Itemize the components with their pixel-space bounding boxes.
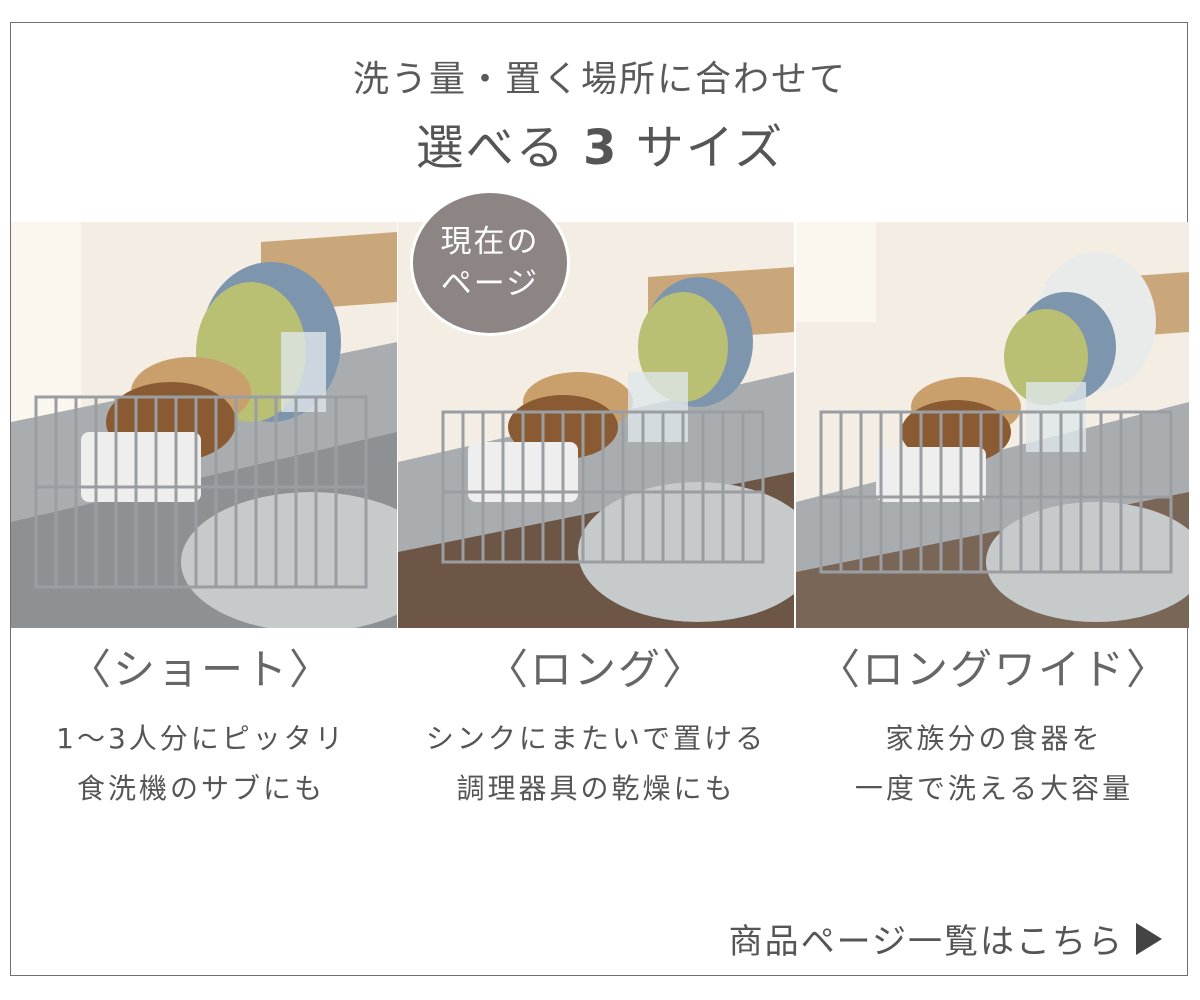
header-subtitle: 洗う量・置く場所に合わせて — [352, 59, 847, 100]
product-photo-short[interactable] — [11, 222, 397, 628]
size-desc-line: 1～3人分にピッタリ — [56, 722, 346, 755]
size-description-long-wide: 家族分の食器を 一度で洗える大容量 — [796, 714, 1192, 814]
size-description-short: 1～3人分にピッタリ 食洗機のサブにも — [3, 714, 399, 814]
size-desc-line: 食洗機のサブにも — [76, 772, 325, 805]
header-title: 選べる 3 サイズ — [0, 108, 1200, 178]
size-option-short[interactable]: 〈ショート〉 1～3人分にピッタリ 食洗機のサブにも — [3, 636, 399, 814]
size-option-long-wide[interactable]: 〈ロングワイド〉 家族分の食器を 一度で洗える大容量 — [796, 636, 1192, 814]
size-desc-line: 調理器具の乾燥にも — [456, 772, 736, 805]
size-option-long[interactable]: 〈ロング〉 シンクにまたいで置ける 調理器具の乾燥にも — [398, 636, 794, 814]
size-desc-line: 一度で洗える大容量 — [854, 772, 1134, 805]
play-arrow-icon[interactable] — [1136, 922, 1162, 955]
product-photo-long-wide[interactable] — [796, 222, 1189, 628]
size-desc-line: 家族分の食器を — [885, 722, 1103, 755]
size-desc-line: シンクにまたいで置ける — [425, 722, 767, 755]
product-list-link[interactable]: 商品ページ一覧はこちら — [729, 914, 1162, 963]
product-list-link-label[interactable]: 商品ページ一覧はこちら — [728, 922, 1124, 962]
badge-line-2: ページ — [440, 266, 540, 302]
size-name-long-wide[interactable]: 〈ロングワイド〉 — [817, 645, 1170, 694]
size-name-long[interactable]: 〈ロング〉 — [485, 645, 706, 694]
size-name-short[interactable]: 〈ショート〉 — [68, 645, 333, 694]
header-title-number: 3 — [583, 120, 619, 176]
size-description-long: シンクにまたいで置ける 調理器具の乾燥にも — [398, 714, 794, 814]
badge-line-1: 現在の — [440, 224, 540, 260]
header-title-post: サイズ — [635, 120, 785, 176]
current-page-badge: 現在の ページ — [410, 190, 570, 336]
header-title-pre: 選べる — [415, 120, 566, 176]
